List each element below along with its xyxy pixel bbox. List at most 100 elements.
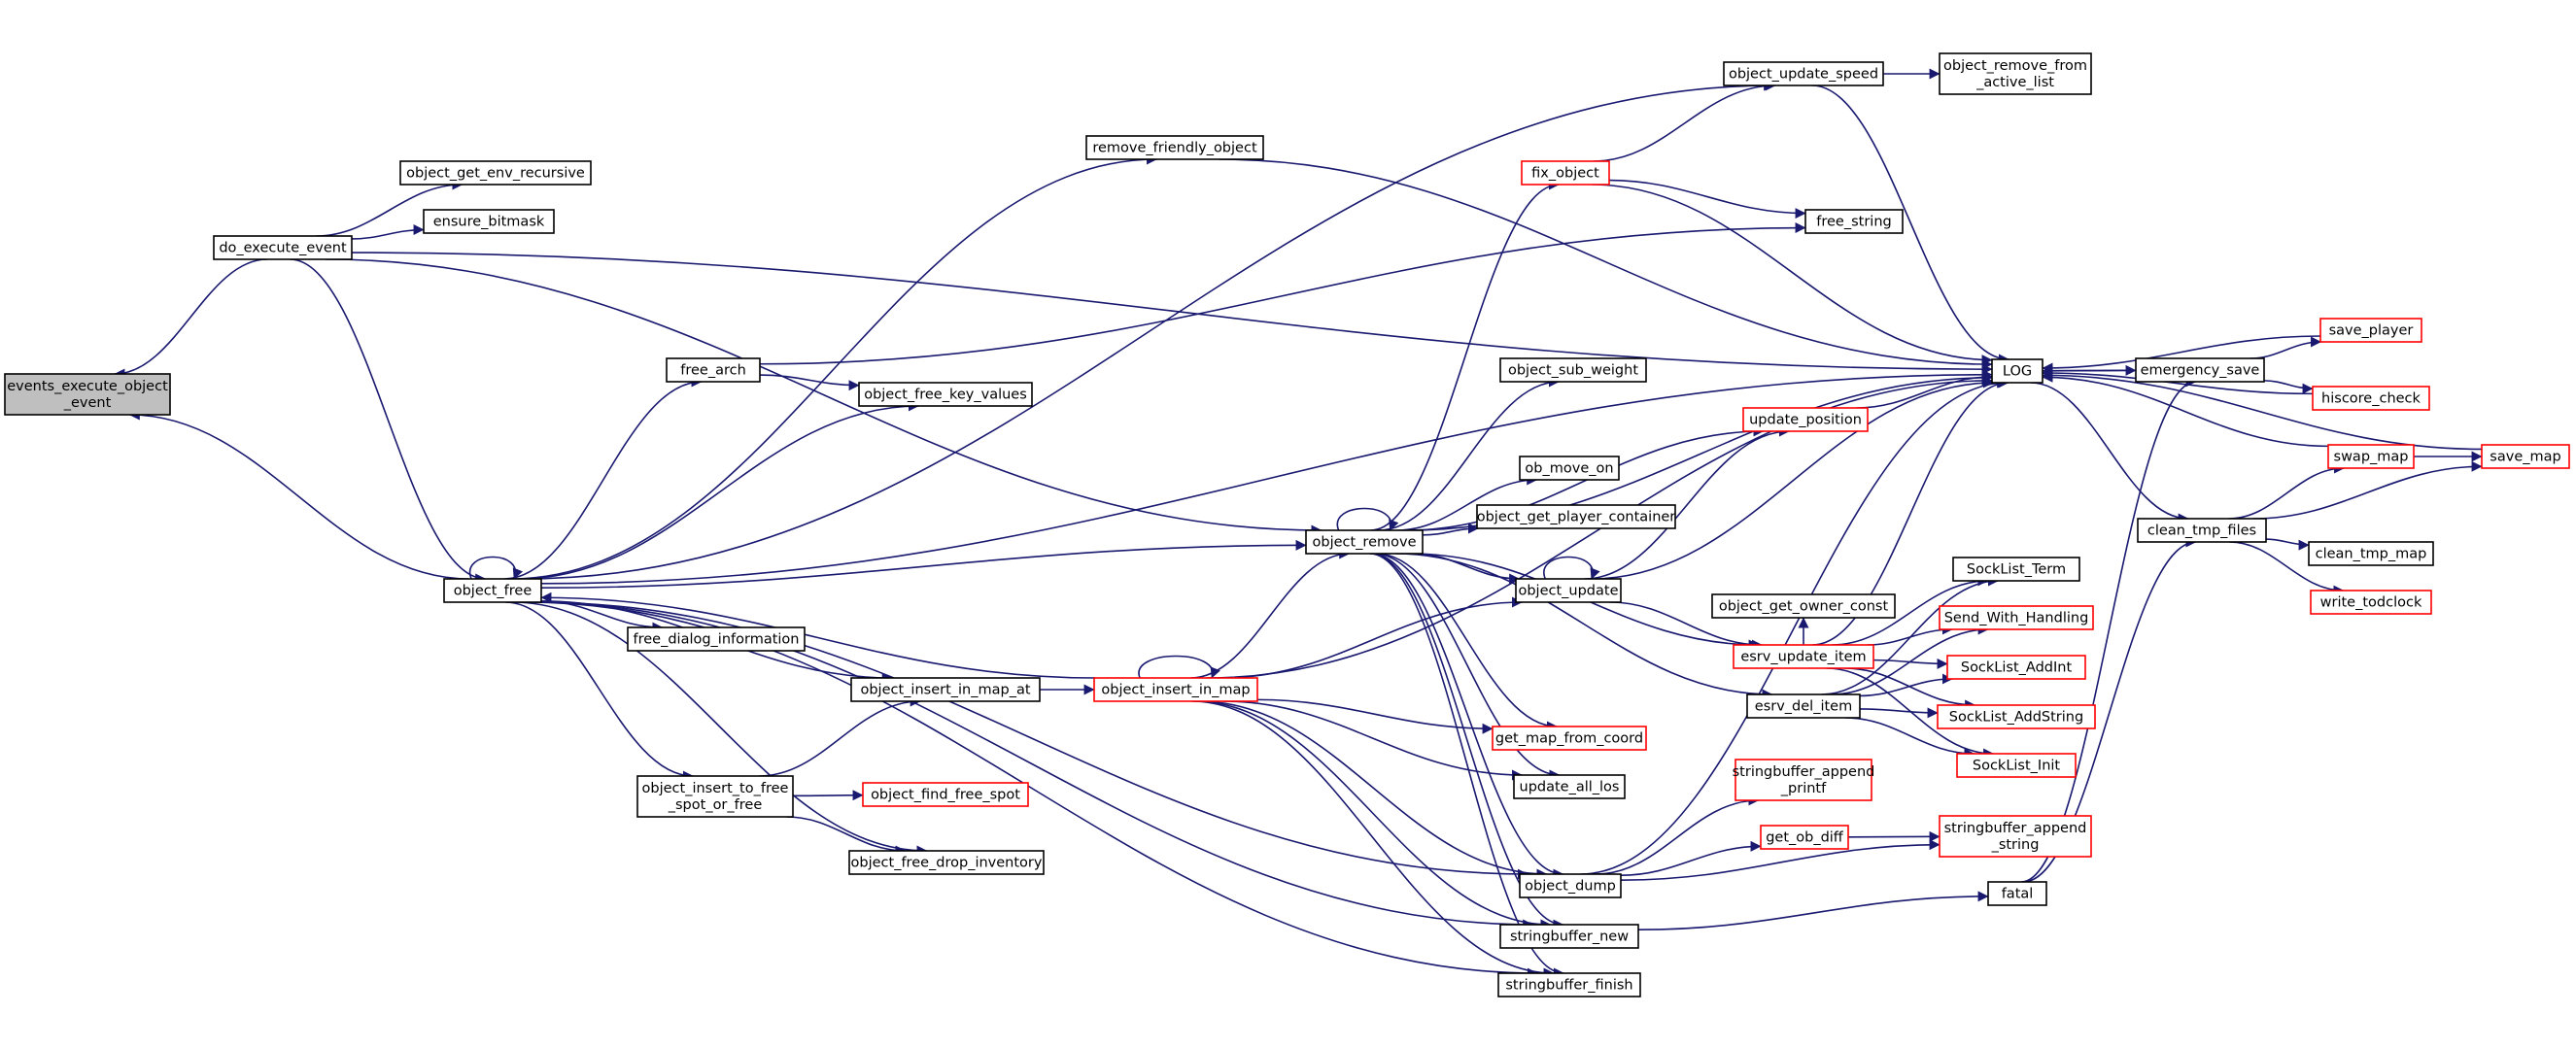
node-object_free_key_values[interactable]: object_free_key_values: [858, 382, 1033, 407]
node-stringbuffer_finish[interactable]: stringbuffer_finish: [1497, 972, 1641, 997]
node-get_map_from_coord[interactable]: get_map_from_coord: [1492, 726, 1647, 751]
node-object_free[interactable]: object_free: [443, 578, 542, 603]
node-label-line: object_get_player_container: [1477, 510, 1676, 525]
node-ensure_bitmask[interactable]: ensure_bitmask: [423, 209, 555, 234]
node-SockList_AddString[interactable]: SockList_AddString: [1937, 704, 2096, 729]
node-fix_object[interactable]: fix_object: [1521, 160, 1610, 186]
node-object_insert_in_map_at[interactable]: object_insert_in_map_at: [850, 677, 1041, 702]
node-events_execute_object_event[interactable]: events_execute_object_event: [4, 373, 171, 416]
node-save_player[interactable]: save_player: [2319, 318, 2422, 343]
node-swap_map[interactable]: swap_map: [2327, 444, 2415, 469]
node-object_update[interactable]: object_update: [1515, 578, 1622, 603]
node-label-line: save_map: [2490, 450, 2560, 465]
edge-clean_tmp_files-to-write_todclock: [2229, 541, 2345, 596]
node-label-line: object_free_drop_inventory: [851, 856, 1043, 871]
node-label-line: object_sub_weight: [1508, 363, 1638, 379]
node-LOG[interactable]: LOG: [1991, 358, 2044, 384]
node-box: [4, 373, 171, 416]
node-box: [1711, 593, 1896, 619]
node-clean_tmp_map[interactable]: clean_tmp_map: [2308, 541, 2434, 566]
node-SockList_Init[interactable]: SockList_Init: [1956, 753, 2077, 778]
node-update_position[interactable]: update_position: [1742, 407, 1869, 432]
node-write_todclock[interactable]: write_todclock: [2310, 590, 2432, 615]
edge-do_execute_event-to-object_remove: [326, 258, 1322, 536]
node-free_dialog_information[interactable]: free_dialog_information: [627, 626, 806, 652]
edge-object_update-to-update_position: [1584, 425, 1790, 580]
node-free_string[interactable]: free_string: [1804, 209, 1904, 234]
node-emergency_save[interactable]: emergency_save: [2135, 357, 2265, 383]
node-clean_tmp_files[interactable]: clean_tmp_files: [2137, 518, 2267, 543]
node-label-line: free_arch: [680, 363, 746, 379]
node-remove_friendly_object[interactable]: remove_friendly_object: [1085, 135, 1264, 160]
node-object_sub_weight[interactable]: object_sub_weight: [1499, 357, 1647, 383]
edge-do_execute_event-to-events_execute_object_event: [114, 258, 268, 380]
node-label-line: SockList_Term: [1967, 562, 2066, 578]
edge-stringbuffer_new-to-fatal: [1637, 891, 1989, 931]
node-free_arch[interactable]: free_arch: [666, 357, 761, 383]
node-update_all_los[interactable]: update_all_los: [1513, 774, 1626, 799]
edge-object_remove-to-object_dump: [1371, 553, 1564, 880]
edge-emergency_save-to-save_player: [2250, 336, 2322, 359]
edge-clean_tmp_files-to-swap_map: [2228, 462, 2346, 520]
node-label-line: _spot_or_free: [668, 797, 763, 813]
node-box: [1939, 815, 2092, 858]
node-object_dump[interactable]: object_dump: [1519, 873, 1622, 898]
node-object_find_free_spot[interactable]: object_find_free_spot: [862, 782, 1029, 807]
node-label-line: Send_With_Handling: [1944, 611, 2089, 626]
node-box: [2137, 518, 2267, 543]
node-object_remove[interactable]: object_remove: [1305, 529, 1424, 555]
edge-fix_object-to-free_string: [1608, 179, 1806, 220]
node-SockList_AddInt[interactable]: SockList_AddInt: [1946, 655, 2086, 680]
node-save_map[interactable]: save_map: [2481, 444, 2570, 469]
node-label-line: ob_move_on: [1525, 461, 1613, 477]
edge-object_remove-to-stringbuffer_finish: [1369, 553, 1564, 979]
edge-object_remove-to-fix_object: [1370, 179, 1561, 531]
edge-object_remove-to-ob_move_on: [1396, 474, 1538, 531]
node-box: [1515, 578, 1622, 603]
edge-esrv_del_item-to-SockList_AddInt: [1859, 673, 1953, 697]
node-esrv_del_item[interactable]: esrv_del_item: [1746, 693, 1861, 719]
node-label-line: object_free: [454, 584, 532, 599]
node-hiscore_check[interactable]: hiscore_check: [2312, 386, 2430, 411]
edge-object_free-to-remove_friendly_object: [510, 153, 1158, 580]
node-object_get_env_recursive[interactable]: object_get_env_recursive: [399, 160, 592, 186]
node-label-line: stringbuffer_append: [1733, 764, 1875, 780]
node-label-line: remove_friendly_object: [1092, 141, 1257, 156]
edge-object_dump-to-LOG: [1580, 377, 2009, 875]
edge-esrv_update_item-to-LOG: [1811, 377, 2009, 646]
node-object_free_drop_inventory[interactable]: object_free_drop_inventory: [848, 850, 1045, 875]
node-ob_move_on[interactable]: ob_move_on: [1519, 456, 1620, 481]
node-SockList_Term[interactable]: SockList_Term: [1952, 557, 2080, 582]
node-label-line: stringbuffer_finish: [1505, 978, 1632, 994]
node-stringbuffer_append_string[interactable]: stringbuffer_append_string: [1939, 815, 2092, 858]
node-object_remove_from_active_list[interactable]: object_remove_from_active_list: [1939, 52, 2092, 95]
node-esrv_update_item[interactable]: esrv_update_item: [1733, 644, 1874, 669]
node-label-line: ensure_bitmask: [433, 215, 545, 230]
node-object_insert_to_free_spot_or_free[interactable]: object_insert_to_free_spot_or_free: [636, 775, 794, 818]
node-Send_With_Handling[interactable]: Send_With_Handling: [1939, 605, 2094, 630]
node-stringbuffer_new[interactable]: stringbuffer_new: [1499, 924, 1639, 949]
node-box: [1939, 52, 2092, 95]
node-label-line: _active_list: [1975, 75, 2054, 90]
node-get_ob_diff[interactable]: get_ob_diff: [1760, 825, 1849, 850]
node-do_execute_event[interactable]: do_execute_event: [213, 235, 353, 260]
node-box: [1492, 726, 1647, 751]
node-object_get_owner_const[interactable]: object_get_owner_const: [1711, 593, 1896, 619]
node-box: [1733, 644, 1874, 669]
node-label-line: LOG: [2003, 364, 2032, 380]
edge-object_insert_in_map-to-get_map_from_coord: [1256, 698, 1494, 734]
node-fatal[interactable]: fatal: [1987, 881, 2047, 906]
node-label-line: object_update: [1518, 584, 1618, 599]
edge-update_position-to-LOG: [1856, 371, 1993, 409]
node-object_insert_in_map[interactable]: object_insert_in_map: [1093, 677, 1258, 702]
edge-object_insert_in_map-to-object_dump: [1199, 700, 1548, 880]
node-object_get_player_container[interactable]: object_get_player_container: [1476, 504, 1676, 529]
node-box: [1760, 825, 1849, 850]
node-label-line: object_insert_in_map_at: [860, 683, 1030, 698]
edge-object_free-to-object_free_drop_inventory: [512, 601, 928, 857]
node-stringbuffer_append_printf[interactable]: stringbuffer_append_printf: [1733, 759, 1875, 801]
edge-esrv_del_item-to-SockList_Init: [1845, 717, 1975, 760]
node-object_update_speed[interactable]: object_update_speed: [1723, 61, 1884, 86]
node-label-line: get_map_from_coord: [1495, 731, 1643, 747]
node-label-line: swap_map: [2334, 450, 2409, 465]
